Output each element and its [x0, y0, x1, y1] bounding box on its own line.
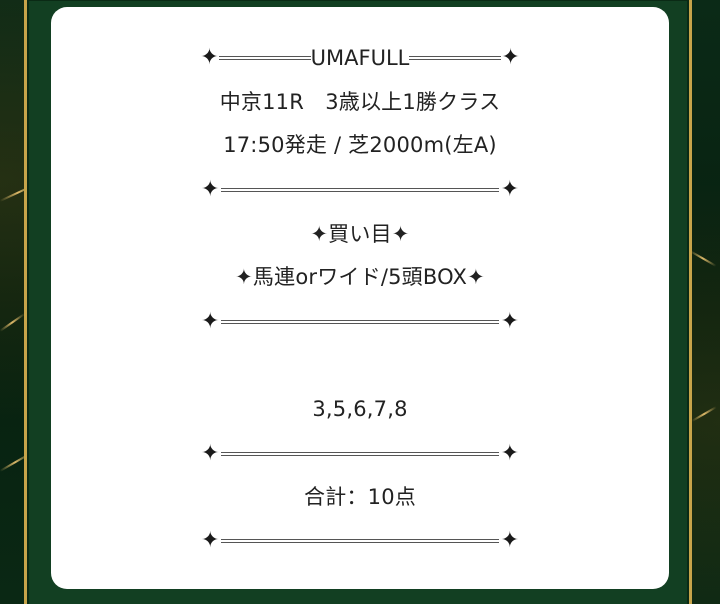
bet-type: ✦馬連orワイド/5頭BOX✦ [235, 265, 485, 289]
four-point-star-icon: ✦ [201, 528, 220, 553]
bet-card: ✦ UMAFULL ✦ 中京11R 3歳以上1勝クラス 17:50発走 / 芝2… [51, 7, 669, 589]
brand-name: UMAFULL [310, 46, 410, 70]
bet-heading: ✦買い目✦ [310, 222, 410, 246]
four-point-star-icon: ✦ [201, 309, 220, 334]
four-point-star-icon: ✦ [501, 45, 520, 70]
four-point-star-icon: ✦ [201, 441, 220, 466]
light-streak [689, 250, 717, 267]
brand-title: ✦ UMAFULL ✦ [51, 44, 669, 72]
four-point-star-icon: ✦ [200, 45, 219, 70]
double-rule [221, 452, 499, 456]
race-info: 中京11R 3歳以上1勝クラス [219, 90, 501, 114]
four-point-star-icon: ✦ [500, 177, 519, 202]
divider: ✦ ✦ [201, 440, 519, 468]
four-point-star-icon: ✦ [201, 177, 220, 202]
title-rule-left [218, 56, 311, 60]
four-point-star-icon: ✦ [500, 441, 519, 466]
divider: ✦ ✦ [201, 308, 519, 336]
title-rule-right [409, 56, 502, 60]
light-streak [0, 312, 26, 332]
total-points: 合計：10点 [304, 485, 416, 509]
double-rule [221, 539, 499, 543]
divider: ✦ ✦ [201, 527, 519, 555]
divider: ✦ ✦ [201, 176, 519, 204]
four-point-star-icon: ✦ [500, 309, 519, 334]
four-point-star-icon: ✦ [500, 528, 519, 553]
post-time-course: 17:50発走 / 芝2000m(左A) [223, 133, 497, 157]
double-rule [221, 188, 499, 192]
double-rule [221, 320, 499, 324]
selections: 3,5,6,7,8 [312, 397, 408, 421]
light-streak [691, 406, 717, 422]
